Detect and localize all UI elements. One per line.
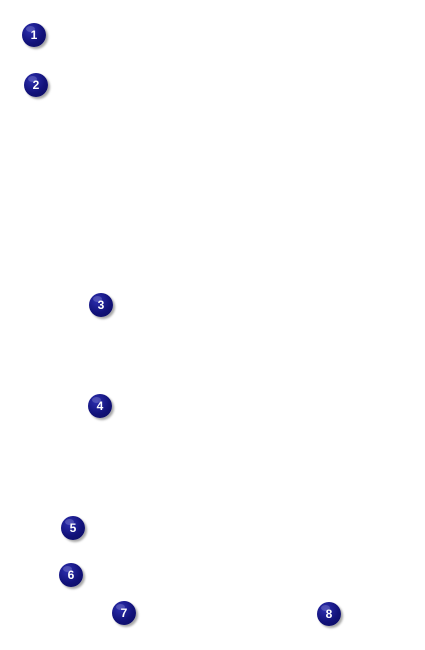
callout-marker-4: 4 (88, 394, 112, 418)
callout-marker-2: 2 (24, 73, 48, 97)
callout-marker-7: 7 (112, 601, 136, 625)
callout-marker-3: 3 (89, 293, 113, 317)
callout-marker-5: 5 (61, 516, 85, 540)
callout-marker-8: 8 (317, 602, 341, 626)
callout-marker-6: 6 (59, 563, 83, 587)
callout-marker-1: 1 (22, 23, 46, 47)
